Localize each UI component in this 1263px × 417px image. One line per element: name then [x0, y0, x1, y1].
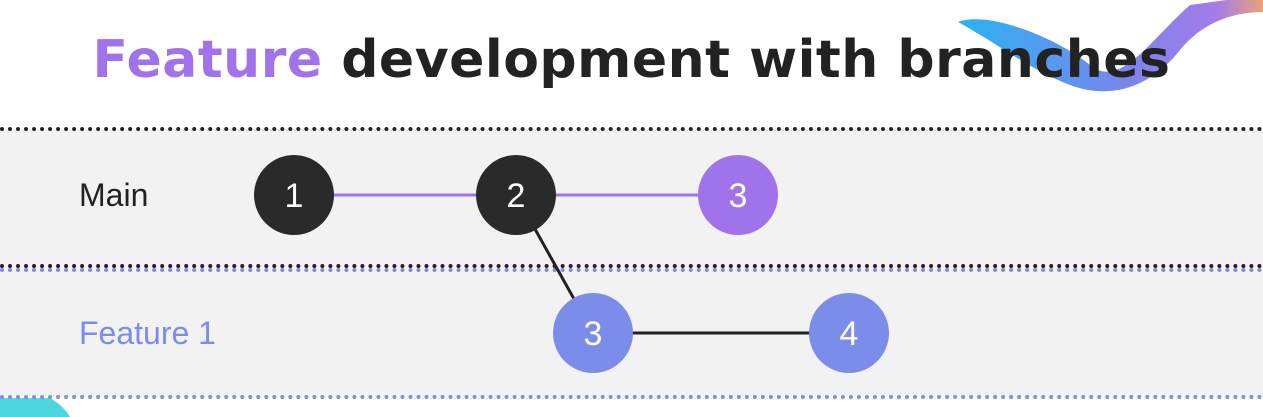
- page-title: Feature development with branches: [0, 28, 1263, 92]
- title-rest: development with branches: [322, 30, 1171, 90]
- commit-label-1: 2: [507, 177, 526, 215]
- lane-divider-top: [0, 127, 1263, 131]
- lane-divider-main: [0, 264, 1263, 268]
- commit-circle-0: [254, 155, 334, 235]
- commit-circle-1: [476, 155, 556, 235]
- commit-circle-3: [553, 293, 633, 373]
- commit-node-4: 4: [809, 293, 889, 373]
- lane-divider-feature: [0, 268, 1263, 272]
- commit-node-0: 1: [254, 155, 334, 235]
- commit-label-0: 1: [285, 177, 304, 215]
- commit-label-2: 3: [729, 177, 748, 215]
- title-accent: Feature: [92, 30, 323, 90]
- commit-node-2: 3: [698, 155, 778, 235]
- commit-circle-2: [698, 155, 778, 235]
- commit-node-3: 3: [553, 293, 633, 373]
- lane-label-feature-1: Feature 1: [79, 315, 216, 351]
- commit-label-4: 4: [840, 315, 859, 353]
- commit-circle-4: [809, 293, 889, 373]
- commit-label-3: 3: [584, 315, 603, 353]
- lane-divider-bottom: [0, 395, 1263, 399]
- commit-node-1: 2: [476, 155, 556, 235]
- lane-main: [0, 129, 1263, 267]
- lane-label-main: Main: [79, 177, 149, 213]
